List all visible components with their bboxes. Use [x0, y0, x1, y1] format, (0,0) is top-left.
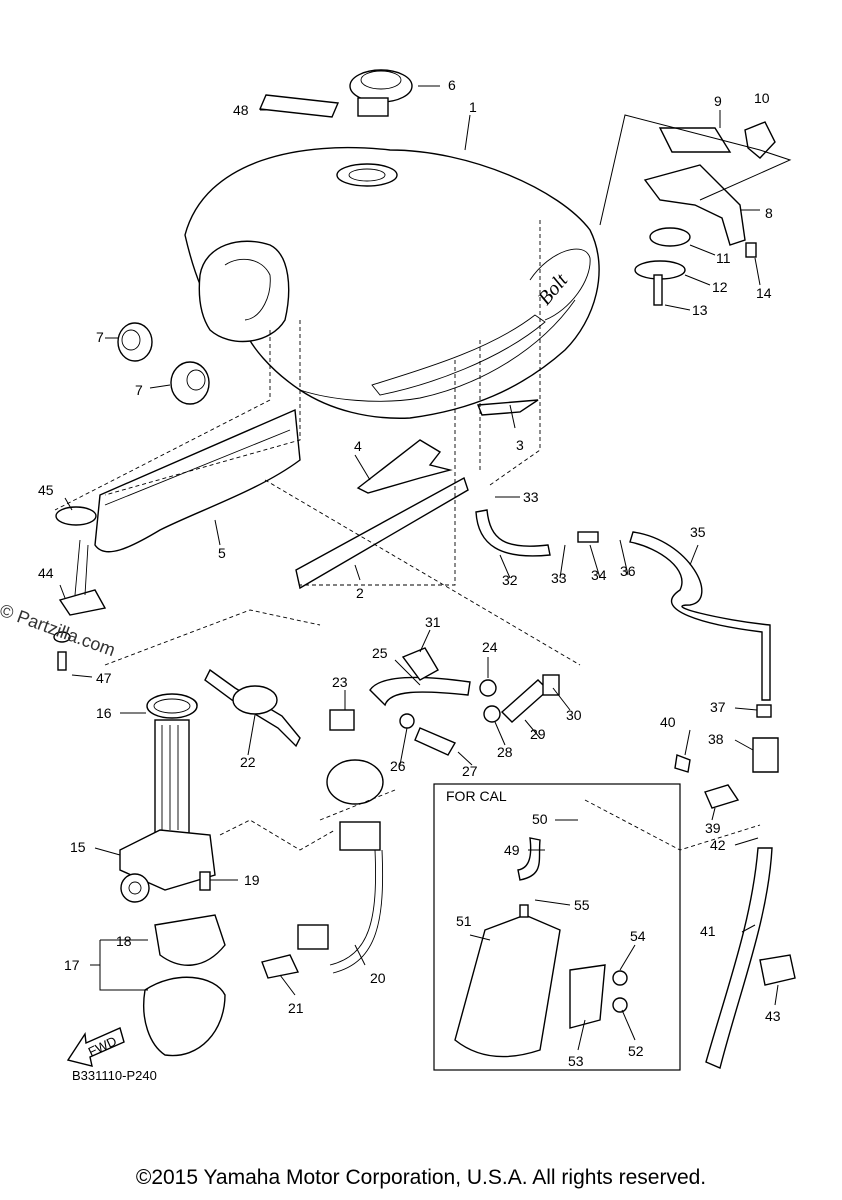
callout-8: 8 [765, 205, 773, 221]
for-cal-inset-box [433, 783, 681, 1071]
callout-41: 41 [700, 923, 716, 939]
fasteners [53, 506, 211, 891]
fwd-label: FWD [86, 1033, 119, 1059]
callout-53: 53 [568, 1053, 584, 1069]
callout-39: 39 [705, 820, 721, 836]
callout-9: 9 [714, 93, 722, 109]
pump-covers [143, 914, 226, 1057]
callout-10: 10 [754, 90, 770, 106]
callout-50: 50 [532, 811, 548, 827]
callout-49: 49 [504, 842, 520, 858]
callout-23: 23 [332, 674, 348, 690]
callout-34: 34 [591, 567, 607, 583]
side-cover [94, 408, 301, 553]
rubber-strip [295, 476, 469, 590]
for-cal-title: FOR CAL [446, 788, 507, 804]
callout-27: 27 [462, 763, 478, 779]
tank-bracket [634, 121, 776, 306]
callout-44: 44 [38, 565, 54, 581]
callout-36: 36 [620, 563, 636, 579]
callout-4: 4 [354, 438, 362, 454]
callout-25: 25 [372, 645, 388, 661]
fuel-pump [119, 694, 216, 903]
callout-14: 14 [756, 285, 772, 301]
callout-38: 38 [708, 731, 724, 747]
fwd-arrow [66, 1027, 125, 1067]
callout-21: 21 [288, 1000, 304, 1016]
callout-43: 43 [765, 1008, 781, 1024]
callout-7a: 7 [96, 329, 104, 345]
fuel-cap [349, 69, 413, 117]
fuel-tank: Bolt [184, 146, 600, 419]
callout-47: 47 [96, 670, 112, 686]
callout-20: 20 [370, 970, 386, 986]
callout-24: 24 [482, 639, 498, 655]
damper-pads [356, 399, 539, 494]
callout-1: 1 [469, 99, 477, 115]
callout-2: 2 [356, 585, 364, 601]
callout-37: 37 [710, 699, 726, 715]
fuel-filter [204, 668, 301, 748]
leader-lines [54, 85, 792, 1051]
callout-52: 52 [628, 1043, 644, 1059]
callout-7b: 7 [135, 382, 143, 398]
callout-11: 11 [716, 250, 731, 266]
callout-17: 17 [64, 957, 80, 973]
callout-35: 35 [690, 524, 706, 540]
callout-40: 40 [660, 714, 676, 730]
callout-16: 16 [96, 705, 112, 721]
callout-33a: 33 [523, 489, 539, 505]
callout-55: 55 [574, 897, 590, 913]
callout-31: 31 [425, 614, 441, 630]
callout-45: 45 [38, 482, 54, 498]
copyright-notice: ©2015 Yamaha Motor Corporation, U.S.A. A… [135, 1166, 707, 1189]
callout-29: 29 [530, 726, 546, 742]
pump-gasket [146, 693, 198, 719]
wiring-harness [261, 821, 384, 979]
diagram-reference-code: B331110-P240 [72, 1068, 157, 1083]
callout-22: 22 [240, 754, 256, 770]
callout-13: 13 [692, 302, 708, 318]
callout-42: 42 [710, 837, 726, 853]
callout-15: 15 [70, 839, 86, 855]
callout-6: 6 [448, 77, 456, 93]
callout-12: 12 [712, 279, 728, 295]
callout-18: 18 [116, 933, 132, 949]
callout-30: 30 [566, 707, 582, 723]
callout-48: 48 [233, 102, 249, 118]
canister-assembly [454, 837, 628, 1058]
callout-51: 51 [456, 913, 472, 929]
callout-32: 32 [502, 572, 518, 588]
callout-19: 19 [244, 872, 260, 888]
side-caps [117, 322, 210, 405]
vent-hoses [475, 509, 796, 1069]
callout-26: 26 [390, 758, 406, 774]
pressure-regulator [326, 709, 384, 805]
callout-3: 3 [516, 437, 524, 453]
callout-54: 54 [630, 928, 646, 944]
emblem-sticker [258, 94, 340, 118]
callout-28: 28 [497, 744, 513, 760]
callout-33b: 33 [551, 570, 567, 586]
callout-5: 5 [218, 545, 226, 561]
